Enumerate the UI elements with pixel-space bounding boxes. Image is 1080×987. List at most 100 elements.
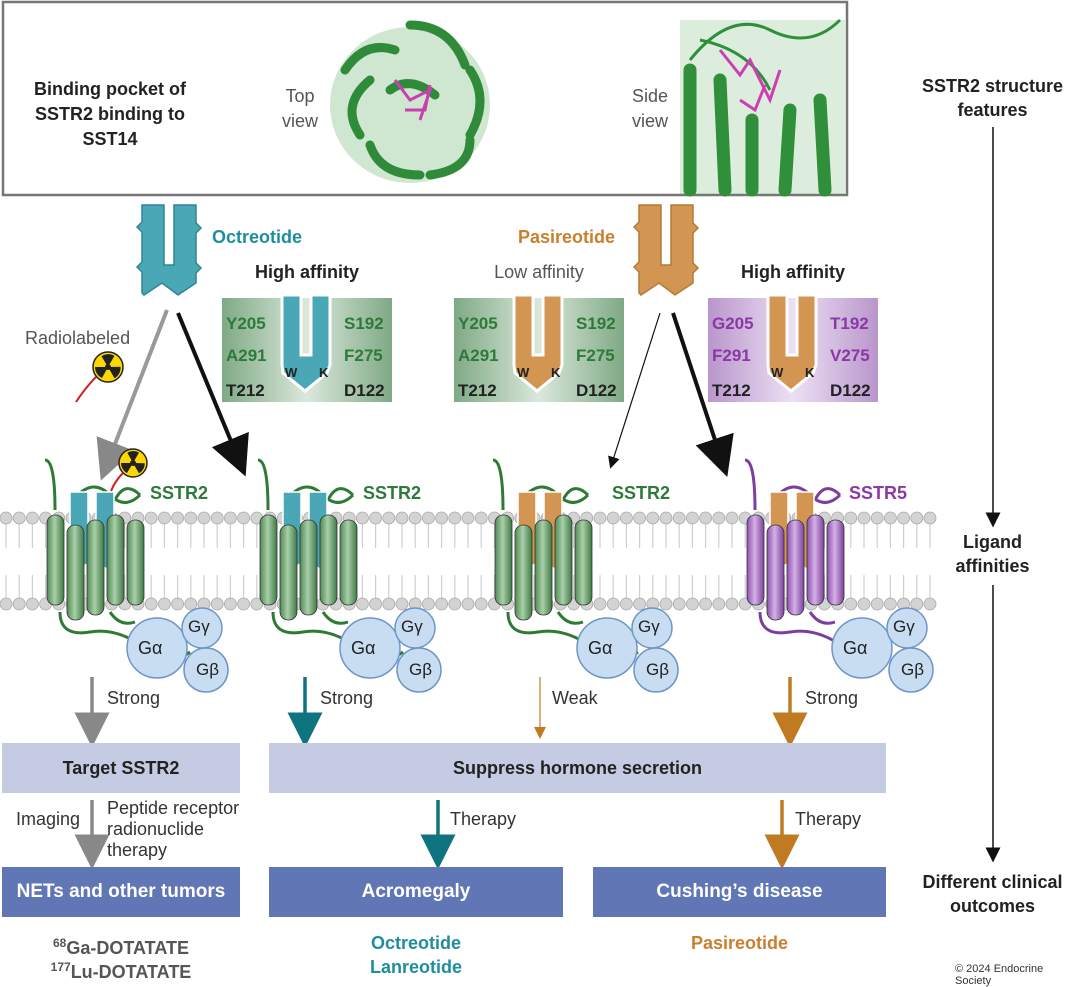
signal-strength-label: Weak (552, 688, 598, 708)
g-beta-label: Gβ (901, 660, 925, 679)
side-view-label: Side view (631, 86, 669, 131)
receptor-3 (492, 458, 679, 693)
g-alpha-label: Gα (843, 638, 868, 658)
ga-dotatate-label: 68Ga-DOTATATE (2, 931, 240, 960)
pocket-1-affinity: High affinity (255, 262, 359, 282)
octreotide-ligand-shape (135, 204, 203, 296)
pocket-1-residue: Y205 (226, 314, 266, 333)
arrow-octreotide-sstr2 (176, 312, 249, 477)
cushings-outcome-box: Cushing’s disease (593, 867, 886, 917)
radiation-icon-receptor (110, 448, 148, 492)
ga-superscript: 68 (52, 936, 67, 950)
receptor-4 (744, 458, 934, 693)
pocket-2-residue: F275 (576, 346, 615, 365)
pocket-2-affinity: Low affinity (494, 262, 584, 282)
g-gamma-label: Gγ (638, 617, 660, 636)
suppress-secretion-box: Suppress hormone secretion (269, 743, 886, 793)
g-alpha-label: Gα (351, 638, 376, 658)
receptor-label: SSTR2 (363, 483, 422, 503)
pasireotide-drug-label: Pasireotide (690, 933, 789, 953)
signal-strength-label: Strong (107, 688, 161, 708)
nets-outcome-box: NETs and other tumors (2, 867, 240, 917)
g-beta-label: Gβ (196, 660, 220, 679)
pocket-2-k: K (551, 365, 561, 380)
g-alpha-subunit (339, 617, 401, 679)
g-beta-subunit (633, 647, 679, 693)
g-gamma-label: Gγ (188, 617, 210, 636)
pocket-ligand-1 (280, 293, 332, 393)
g-beta-label: Gβ (646, 660, 670, 679)
pocket-1-residue: D122 (344, 381, 385, 400)
copyright-text: © 2024 Endocrine Society (955, 963, 1044, 987)
receptor-group (44, 458, 934, 693)
pocket-3-residue: T212 (712, 381, 751, 400)
g-gamma-label: Gγ (401, 617, 423, 636)
radiation-icon (75, 351, 124, 403)
g-alpha-subunit (576, 617, 638, 679)
top-view-label: Top view (281, 86, 318, 131)
receptor-label: SSTR2 (150, 483, 209, 503)
structure-panel-frame (1, 0, 849, 197)
g-beta-subunit (183, 647, 229, 693)
target-sstr2-box: Target SSTR2 (2, 743, 240, 793)
receptor-label: SSTR5 (849, 483, 908, 503)
ga-text: Ga-DOTATATE (66, 938, 189, 958)
pocket-2-residue: A291 (458, 346, 499, 365)
pocket-3-residue: D122 (830, 381, 871, 400)
lu-superscript: 177 (50, 960, 71, 974)
imaging-label: Imaging (16, 809, 81, 829)
pocket-3-residue: G205 (712, 314, 754, 333)
pocket-3-affinity: High affinity (741, 262, 845, 282)
octreotide-label: Octreotide (212, 227, 303, 247)
pocket-ligand-2 (512, 293, 564, 393)
pocket-1-residue: T212 (226, 381, 265, 400)
pocket-2-residue: D122 (576, 381, 617, 400)
pocket-3-residue: T192 (830, 314, 869, 333)
arrow-pasireotide-sstr5 (671, 312, 734, 477)
pocket-1-w: W (285, 365, 298, 380)
pocket-2-w: W (517, 365, 530, 380)
pocket-3-residue: F291 (712, 346, 751, 365)
therapy-label: Therapy (795, 809, 862, 829)
acromegaly-outcome-box: Acromegaly (269, 867, 563, 917)
protein-top-view-image (330, 20, 490, 183)
receptor-label: SSTR2 (612, 483, 671, 503)
g-alpha-label: Gα (588, 638, 613, 658)
pocket-2-residue: S192 (576, 314, 616, 333)
radiolabeled-label: Radiolabeled (25, 328, 131, 348)
pocket-1-residue: A291 (226, 346, 267, 365)
arrow-pasireotide-sstr2 (608, 312, 661, 469)
g-alpha-subunit (831, 617, 893, 679)
g-beta-label: Gβ (409, 660, 433, 679)
prrt-label: Peptide receptor radionuclide therapy (107, 798, 240, 860)
g-beta-subunit (888, 647, 934, 693)
pocket-3-w: W (771, 365, 784, 380)
g-gamma-label: Gγ (893, 617, 915, 636)
pocket-3-residue: V275 (830, 346, 870, 365)
octreotide-drug-label: Octreotide (370, 933, 462, 953)
receptor-1 (44, 458, 229, 693)
rail-clinical-outcomes: Different clinical outcomes (922, 872, 1063, 916)
receptor-2 (257, 458, 442, 693)
pocket-2-residue: Y205 (458, 314, 498, 333)
g-alpha-label: Gα (138, 638, 163, 658)
rail-ligand-affinities: Ligand affinities (945, 530, 1040, 578)
signal-strength-label: Strong (320, 688, 374, 708)
pocket-2-residue: T212 (458, 381, 497, 400)
signal-strength-label: Strong (805, 688, 859, 708)
therapy-label: Therapy (450, 809, 517, 829)
pasireotide-label: Pasireotide (518, 227, 616, 247)
pocket-1-k: K (319, 365, 329, 380)
g-alpha-subunit (126, 617, 188, 679)
rail-structure-features: SSTR2 structure features (921, 76, 1064, 120)
lanreotide-drug-label: Lanreotide (369, 957, 462, 977)
lu-dotatate-label: 177Lu-DOTATATE (2, 955, 240, 984)
pocket-1-residue: S192 (344, 314, 384, 333)
g-beta-subunit (396, 647, 442, 693)
structure-panel-title: Binding pocket of SSTR2 binding to SST14 (34, 78, 186, 149)
protein-side-view-image (680, 18, 845, 197)
pocket-3-k: K (805, 365, 815, 380)
pocket-1-residue: F275 (344, 346, 383, 365)
pocket-ligand-3 (766, 293, 818, 393)
